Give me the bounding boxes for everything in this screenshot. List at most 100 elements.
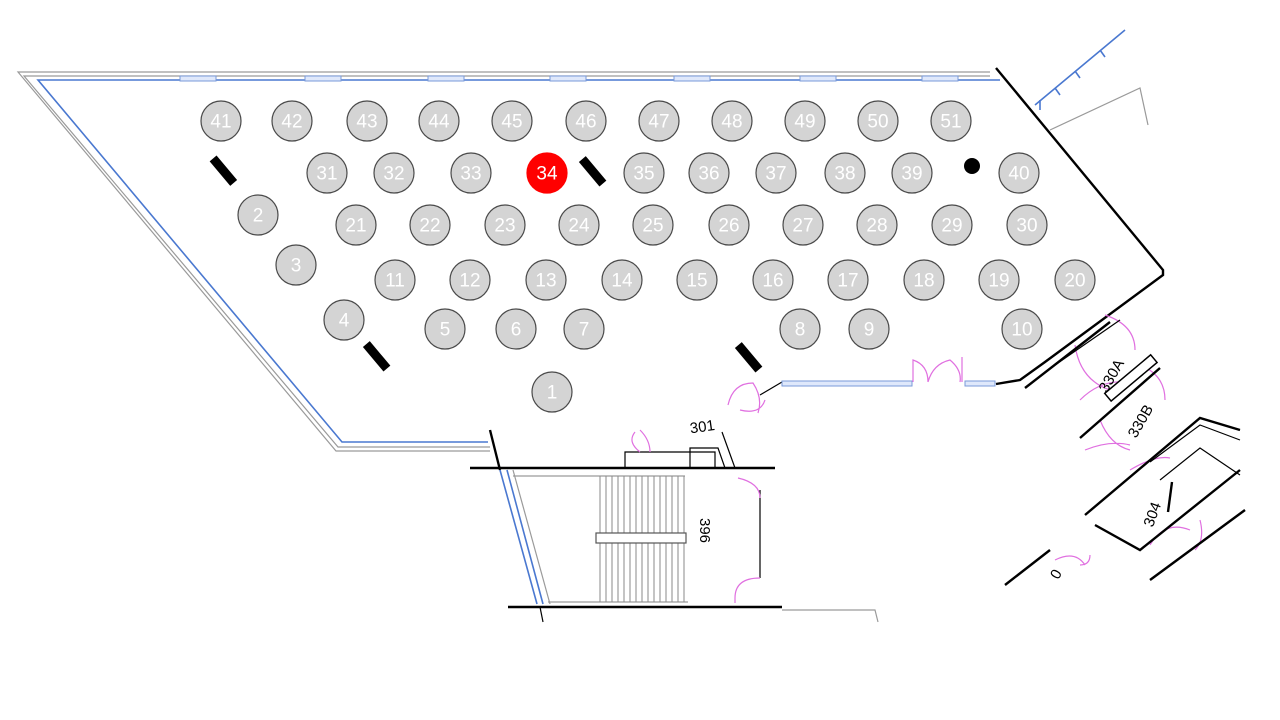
seat-2[interactable]: 2	[237, 194, 279, 236]
seat-circle[interactable]	[903, 259, 945, 301]
seat-circle[interactable]	[237, 194, 279, 236]
seat-16[interactable]: 16	[752, 259, 794, 301]
seat-circle[interactable]	[306, 152, 348, 194]
seat-36[interactable]: 36	[688, 152, 730, 194]
seat-26[interactable]: 26	[708, 204, 750, 246]
seat-circle[interactable]	[450, 152, 492, 194]
seat-44[interactable]: 44	[418, 100, 460, 142]
seat-48[interactable]: 48	[711, 100, 753, 142]
seat-22[interactable]: 22	[409, 204, 451, 246]
seat-25[interactable]: 25	[632, 204, 674, 246]
seat-28[interactable]: 28	[856, 204, 898, 246]
seat-circle[interactable]	[374, 259, 416, 301]
seat-circle[interactable]	[632, 204, 674, 246]
seat-circle[interactable]	[373, 152, 415, 194]
seat-30[interactable]: 30	[1006, 204, 1048, 246]
seat-circle[interactable]	[1001, 308, 1043, 350]
seat-circle[interactable]	[931, 204, 973, 246]
seat-circle[interactable]	[708, 204, 750, 246]
seat-circle[interactable]	[346, 100, 388, 142]
seat-circle[interactable]	[856, 204, 898, 246]
seat-43[interactable]: 43	[346, 100, 388, 142]
seat-circle[interactable]	[752, 259, 794, 301]
seat-9[interactable]: 9	[848, 308, 890, 350]
seat-3[interactable]: 3	[275, 244, 317, 286]
seat-circle[interactable]	[525, 259, 567, 301]
seat-circle[interactable]	[676, 259, 718, 301]
seat-circle[interactable]	[449, 259, 491, 301]
seat-17[interactable]: 17	[827, 259, 869, 301]
seat-32[interactable]: 32	[373, 152, 415, 194]
seat-8[interactable]: 8	[779, 308, 821, 350]
seat-circle[interactable]	[601, 259, 643, 301]
seat-circle[interactable]	[563, 308, 605, 350]
seat-49[interactable]: 49	[784, 100, 826, 142]
seat-circle[interactable]	[779, 308, 821, 350]
seat-46[interactable]: 46	[565, 100, 607, 142]
seat-circle[interactable]	[978, 259, 1020, 301]
seat-20[interactable]: 20	[1054, 259, 1096, 301]
seat-circle[interactable]	[200, 100, 242, 142]
seat-33[interactable]: 33	[450, 152, 492, 194]
seat-circle[interactable]	[1006, 204, 1048, 246]
seat-circle[interactable]	[930, 100, 972, 142]
seat-42[interactable]: 42	[271, 100, 313, 142]
seat-47[interactable]: 47	[638, 100, 680, 142]
seat-40[interactable]: 40	[998, 152, 1040, 194]
seat-27[interactable]: 27	[782, 204, 824, 246]
seat-circle[interactable]	[755, 152, 797, 194]
seat-circle[interactable]	[531, 371, 573, 413]
seat-38[interactable]: 38	[824, 152, 866, 194]
seat-circle[interactable]	[424, 308, 466, 350]
seat-11[interactable]: 11	[374, 259, 416, 301]
seat-41[interactable]: 41	[200, 100, 242, 142]
seat-circle[interactable]	[558, 204, 600, 246]
seat-circle[interactable]	[275, 244, 317, 286]
seat-circle[interactable]	[688, 152, 730, 194]
seat-circle[interactable]	[418, 100, 460, 142]
seat-50[interactable]: 50	[857, 100, 899, 142]
seat-circle[interactable]	[848, 308, 890, 350]
seat-5[interactable]: 5	[424, 308, 466, 350]
seat-circle[interactable]	[824, 152, 866, 194]
seat-18[interactable]: 18	[903, 259, 945, 301]
seat-35[interactable]: 35	[623, 152, 665, 194]
seat-circle[interactable]	[409, 204, 451, 246]
seat-circle[interactable]	[827, 259, 869, 301]
seat-4[interactable]: 4	[323, 299, 365, 341]
seat-circle[interactable]	[782, 204, 824, 246]
seat-circle[interactable]	[526, 152, 568, 194]
seat-circle[interactable]	[271, 100, 313, 142]
seat-6[interactable]: 6	[495, 308, 537, 350]
seat-circle[interactable]	[998, 152, 1040, 194]
seat-34[interactable]: 34	[526, 152, 568, 194]
seat-31[interactable]: 31	[306, 152, 348, 194]
seat-circle[interactable]	[711, 100, 753, 142]
seat-19[interactable]: 19	[978, 259, 1020, 301]
seat-circle[interactable]	[638, 100, 680, 142]
seat-15[interactable]: 15	[676, 259, 718, 301]
seat-23[interactable]: 23	[484, 204, 526, 246]
seat-14[interactable]: 14	[601, 259, 643, 301]
seat-circle[interactable]	[491, 100, 533, 142]
seat-12[interactable]: 12	[449, 259, 491, 301]
seat-circle[interactable]	[495, 308, 537, 350]
seat-37[interactable]: 37	[755, 152, 797, 194]
seat-21[interactable]: 21	[335, 204, 377, 246]
seat-10[interactable]: 10	[1001, 308, 1043, 350]
seat-circle[interactable]	[565, 100, 607, 142]
seat-circle[interactable]	[335, 204, 377, 246]
seat-39[interactable]: 39	[891, 152, 933, 194]
seat-circle[interactable]	[484, 204, 526, 246]
seat-circle[interactable]	[784, 100, 826, 142]
seat-29[interactable]: 29	[931, 204, 973, 246]
seat-51[interactable]: 51	[930, 100, 972, 142]
seat-circle[interactable]	[891, 152, 933, 194]
seat-circle[interactable]	[323, 299, 365, 341]
seat-7[interactable]: 7	[563, 308, 605, 350]
seat-24[interactable]: 24	[558, 204, 600, 246]
seat-13[interactable]: 13	[525, 259, 567, 301]
seat-45[interactable]: 45	[491, 100, 533, 142]
seat-circle[interactable]	[1054, 259, 1096, 301]
seat-1[interactable]: 1	[531, 371, 573, 413]
